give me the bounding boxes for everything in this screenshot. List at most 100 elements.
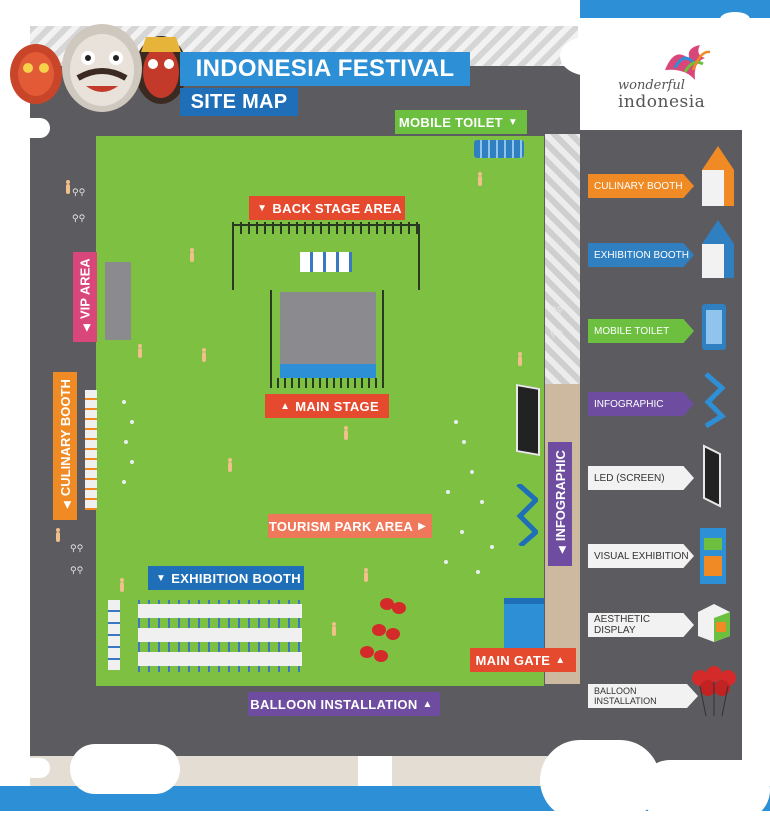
exhibition-booth-icon [702,220,734,278]
vip-area-label-inner: ◀VIP AREA [78,258,93,336]
exhibition-booth-label: ▼ EXHIBITION BOOTH [148,566,304,590]
visitor [228,458,232,472]
visitor [364,568,368,582]
main-stage-front [280,364,376,378]
visitor [120,578,124,592]
bicycle-icon: ⚲⚲ [70,543,84,553]
wonderful-indonesia-logo: wonderful indonesia [610,40,730,115]
arrow-up-icon: ▲ [422,698,433,710]
vip-area-block [105,262,131,340]
mobile-toilet-label-text: MOBILE TOILET [398,114,503,130]
exhibition-booth-side [108,600,120,670]
balloon-installation-icon [692,666,736,717]
legend-balloon-installation: BALLOON INSTALLATION [588,684,698,708]
cloud [10,758,50,778]
culinary-booth-label-inner: ◀ CULINARY BOOTH [58,379,73,514]
infographic-label: ◀ INFOGRAPHIC [548,442,572,566]
tree [124,440,128,444]
main-stage-label-text: MAIN STAGE [295,398,379,414]
visitor [344,426,348,440]
cloud [70,744,180,794]
visual-exhibition-icon [700,528,726,584]
tree [454,420,458,424]
main-gate-structure [504,598,544,648]
cloud [640,760,770,820]
legend-exhibition-booth: EXHIBITION BOOTH [588,243,694,267]
balloon [372,624,386,636]
mobile-toilet-label: MOBILE TOILET ▼ [395,110,527,134]
page-title: INDONESIA FESTIVAL [180,52,470,86]
vip-area-label: ◀VIP AREA [73,252,97,342]
tourism-park-area-label: TOURISM PARK AREA ▶ [268,514,432,538]
tree [460,530,464,534]
arrow-down-icon: ▼ [507,116,519,128]
cloud [720,12,750,26]
arrow-right-icon: ▶ [418,520,427,532]
arrow-left-icon: ◀ [556,545,568,554]
visitor [332,622,336,636]
culinary-booth-label: ◀ CULINARY BOOTH [53,372,77,520]
tree [462,440,466,444]
tree [476,570,480,574]
legend-aesthetic-display: AESTHETIC DISPLAY [588,613,694,637]
main-gate-label: MAIN GATE ▲ [470,648,576,672]
arrow-down-icon: ▼ [156,572,167,584]
culinary-booth-icon [702,146,734,206]
back-stage-area-label: ▼ BACK STAGE AREA [249,196,405,220]
balloon-installation-label: BALLOON INSTALLATION ▲ [248,692,440,716]
main-stage-barrier [270,378,384,388]
right-sidewalk [545,134,581,384]
main-gate-label-text: MAIN GATE [475,652,551,668]
infographic-label-text: INFOGRAPHIC [552,449,568,541]
exhibition-booth-grid [138,600,302,672]
culinary-booth-row [85,390,97,510]
cloud [0,118,50,138]
main-stage-label: ▲ MAIN STAGE [265,394,389,418]
tree [490,545,494,549]
bicycle-icon: ⚲⚲ [70,565,84,575]
back-stage-tents [300,252,352,272]
arrow-up-icon: ▲ [555,654,566,666]
culinary-booth-label-text: CULINARY BOOTH [57,378,73,496]
back-stage-area-label-text: BACK STAGE AREA [272,200,402,216]
visitor [56,528,60,542]
tree [130,460,134,464]
legend-led-screen: LED (SCREEN) [588,466,694,490]
tree [480,500,484,504]
main-stage-block [280,292,376,364]
infographic-structure [516,484,538,546]
bird-logo-icon [665,45,711,80]
led-screen [516,383,540,457]
main-stage-fence [270,290,384,388]
bicycle-icon: ⚲⚲ [550,329,564,339]
visitor [478,172,482,186]
page-subtitle: SITE MAP [180,88,298,116]
mobile-toilet-row [474,140,524,158]
tree [444,560,448,564]
balloon-installation-label-text: BALLOON INSTALLATION [250,696,418,712]
tourism-park-area-label-text: TOURISM PARK AREA [268,518,414,534]
visitor [202,348,206,362]
bicycle-icon: ⚲⚲ [72,187,86,197]
legend-infographic: INFOGRAPHIC [588,392,694,416]
bicycle-icon: ⚲⚲ [72,213,86,223]
visitor [518,352,522,366]
balloon [374,650,388,662]
balloon [392,602,406,614]
legend-mobile-toilet: MOBILE TOILET [588,319,694,343]
arrow-down-icon: ◀ [81,323,93,332]
infographic-label-inner: ◀ INFOGRAPHIC [553,450,568,559]
balloon [380,598,394,610]
balloon [386,628,400,640]
tree [446,490,450,494]
visitor [66,180,70,194]
arrow-left-icon: ◀ [61,500,73,509]
arrow-up-icon: ▲ [280,400,291,412]
aesthetic-display-icon [698,604,730,642]
cloud [600,80,720,130]
tree [130,420,134,424]
tree [122,480,126,484]
led-screen-icon [703,444,721,508]
mobile-toilet-icon [702,304,726,350]
infographic-icon [704,372,726,428]
